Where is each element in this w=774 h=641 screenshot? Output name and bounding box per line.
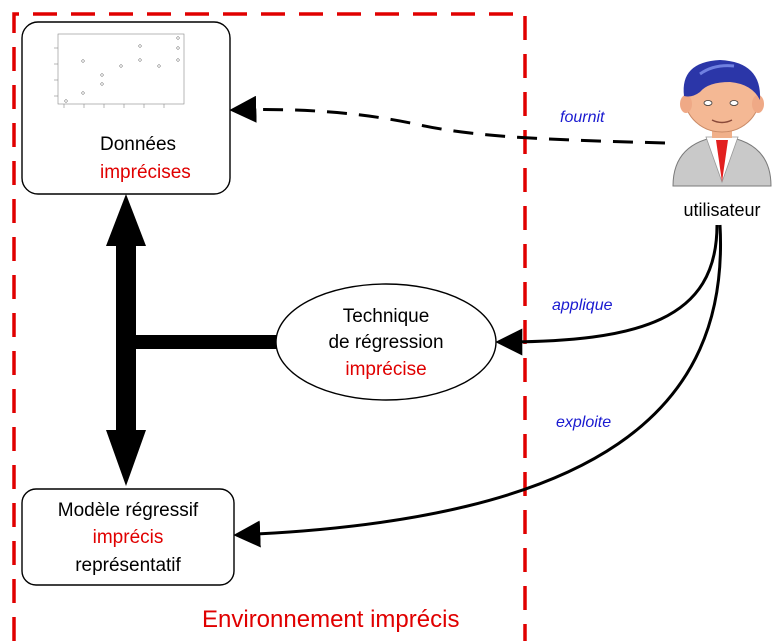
edge-fournit: [229, 95, 666, 145]
double-arrow-donnees-modele: [106, 194, 146, 486]
node-technique-title: Technique: [343, 306, 430, 327]
environment-frame: [12, 12, 527, 641]
node-donnees-qualifier: imprécises: [100, 162, 191, 183]
node-modele-subtitle: représentatif: [75, 555, 181, 576]
user-icon[interactable]: [672, 60, 772, 187]
node-technique-subtitle: de régression: [328, 332, 443, 353]
edge-applique: [495, 224, 719, 356]
edge-exploite-label: exploite: [556, 414, 611, 431]
edge-exploite: [233, 224, 723, 548]
scatter-plot-thumbnail: [54, 33, 185, 108]
connector-technique-branch: [130, 335, 278, 349]
edge-applique-label: applique: [552, 297, 613, 314]
environment-label: Environnement imprécis: [202, 606, 459, 633]
node-technique[interactable]: Technique de régression imprécise: [275, 283, 497, 401]
node-technique-qualifier: imprécise: [345, 359, 426, 380]
node-donnees-title: Données: [100, 134, 176, 155]
node-modele[interactable]: Modèle régressif imprécis représentatif: [21, 488, 235, 586]
edge-fournit-label: fournit: [560, 109, 605, 126]
node-donnees[interactable]: Données imprécises: [21, 21, 231, 195]
node-modele-qualifier: imprécis: [93, 527, 164, 548]
user-label: utilisateur: [683, 200, 760, 220]
node-modele-title: Modèle régressif: [58, 500, 199, 521]
